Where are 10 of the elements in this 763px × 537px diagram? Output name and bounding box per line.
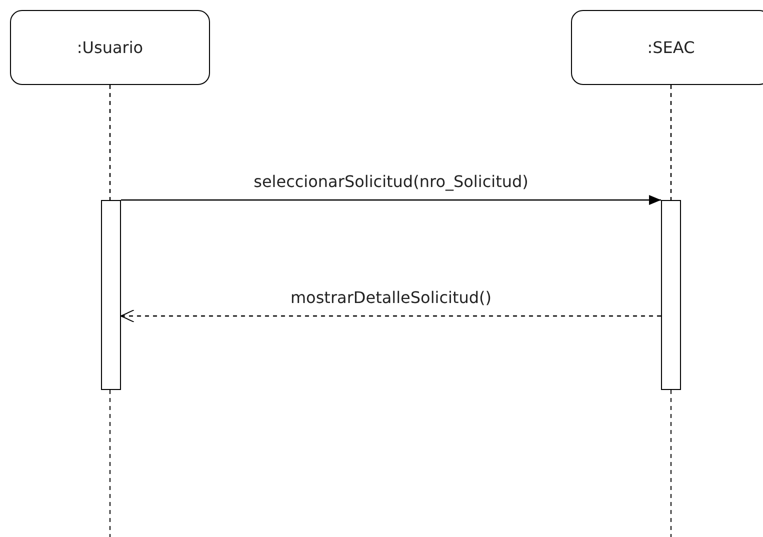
- participant-box: [571, 10, 763, 85]
- lifeline: [670, 85, 672, 200]
- message-arrow: [121, 195, 661, 205]
- activation-bar: [661, 200, 681, 390]
- participant-name: :Usuario: [76, 38, 144, 57]
- activation-bar: [101, 200, 121, 390]
- return-message-arrow: [120, 310, 661, 322]
- participant-box: [10, 10, 210, 85]
- participant-name: :SEAC: [647, 38, 695, 57]
- lifeline: [109, 85, 111, 200]
